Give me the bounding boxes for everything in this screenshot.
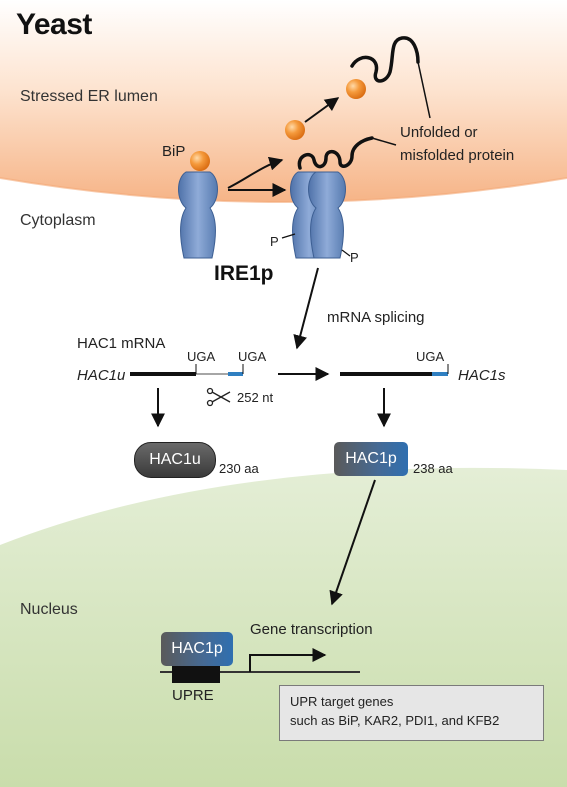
upre-element bbox=[172, 665, 220, 683]
label-pointer bbox=[417, 61, 431, 119]
intron-length-label: 252 nt bbox=[237, 390, 274, 405]
label-pointer bbox=[371, 137, 397, 146]
bip-ball-released bbox=[285, 120, 305, 140]
phospho-tick bbox=[281, 233, 296, 239]
mrna-splicing-label: mRNA splicing bbox=[327, 309, 425, 326]
hac1u-gene-label: HAC1u bbox=[77, 367, 126, 384]
hac1u-length-label: 230 aa bbox=[219, 461, 259, 476]
upr-target-genes-box: UPR target genes such as BiP, KAR2, PDI1… bbox=[279, 685, 544, 741]
phospho-label-left: P bbox=[270, 234, 279, 249]
unfolded-label-line1: Unfolded or bbox=[400, 124, 478, 141]
gene-transcription-label: Gene transcription bbox=[250, 621, 373, 638]
ire1-monomer bbox=[178, 171, 218, 259]
hac1p-protein: HAC1p bbox=[334, 442, 408, 476]
uga-label-1: UGA bbox=[187, 349, 216, 364]
ire1p-label: IRE1p bbox=[214, 262, 274, 285]
phospho-label-right: P bbox=[350, 250, 359, 265]
hac1p-length-label: 238 aa bbox=[413, 461, 453, 476]
ire1-dimer bbox=[290, 171, 346, 259]
unfolded-protein-free bbox=[350, 36, 420, 83]
page-title: Yeast bbox=[16, 8, 92, 41]
target-genes-line2: such as BiP, KAR2, PDI1, and KFB2 bbox=[290, 713, 500, 728]
hac1s-gene-label: HAC1s bbox=[458, 367, 506, 384]
arrow-bip-release bbox=[227, 156, 284, 189]
hac1u-protein: HAC1u bbox=[134, 442, 216, 478]
bip-label: BiP bbox=[162, 143, 186, 160]
arrow-transcription bbox=[249, 648, 327, 672]
hac1p-protein-label: HAC1p bbox=[345, 450, 397, 467]
unfolded-label-line2: misfolded protein bbox=[400, 147, 515, 164]
phospho-tick bbox=[341, 249, 351, 257]
er-membrane-edge bbox=[0, 177, 567, 203]
hac1p-bound-protein: HAC1p bbox=[161, 632, 233, 666]
hac1u-mrna bbox=[130, 364, 244, 376]
arrow-bip-to-protein bbox=[304, 97, 340, 123]
hac1u-protein-label: HAC1u bbox=[149, 451, 201, 468]
uga-label-3: UGA bbox=[416, 349, 445, 364]
er-lumen-region bbox=[0, 0, 567, 202]
scissors-icon bbox=[206, 387, 231, 407]
region-label-nucleus: Nucleus bbox=[20, 601, 78, 618]
unfolded-protein-on-dimer bbox=[297, 136, 374, 170]
arrow-mrna-splicing bbox=[293, 267, 319, 350]
bip-ball bbox=[190, 151, 210, 171]
uga-label-2: UGA bbox=[238, 349, 267, 364]
bip-ball-free bbox=[346, 79, 366, 99]
region-label-lumen: Stressed ER lumen bbox=[20, 88, 158, 105]
target-genes-line1: UPR target genes bbox=[290, 694, 394, 709]
region-label-cytoplasm: Cytoplasm bbox=[20, 212, 96, 229]
hac1p-bound-label: HAC1p bbox=[171, 640, 223, 657]
upre-label: UPRE bbox=[172, 687, 214, 704]
hac1s-mrna bbox=[340, 364, 449, 376]
arrow-to-nucleus bbox=[329, 479, 376, 606]
hac1-mrna-label: HAC1 mRNA bbox=[77, 335, 166, 352]
